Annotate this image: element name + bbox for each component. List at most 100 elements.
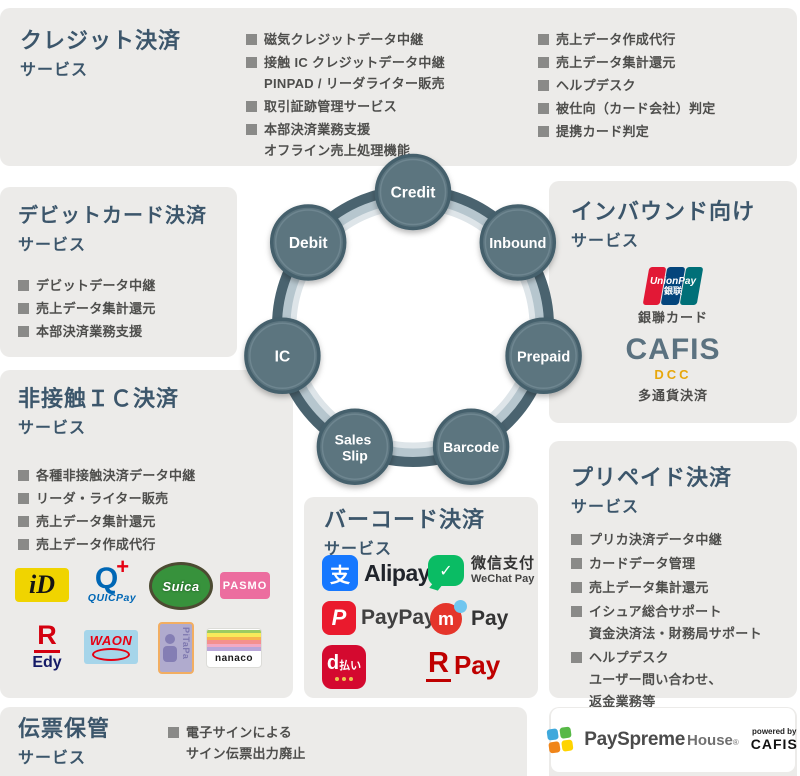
slip-services-list: 電子サインによるサイン伝票出力廃止 xyxy=(168,722,468,766)
payspreme-text: PaySpreme xyxy=(584,729,686,750)
list-item: 売上データ集計還元 xyxy=(538,52,793,73)
list-item-text: 売上データ集計還元 xyxy=(556,55,676,70)
sales-slip-line2: Slip xyxy=(342,448,368,464)
node-highlight xyxy=(379,158,447,226)
list-item-text: 取引証跡管理サービス xyxy=(264,99,398,114)
node-highlight xyxy=(274,209,342,276)
list-item: 売上データ作成代行 xyxy=(18,534,288,555)
nanaco-stripe xyxy=(207,647,261,651)
node-prepaid-label: Prepaid xyxy=(517,349,570,365)
list-item-text: 本部決済業務支援 xyxy=(36,324,143,339)
wechat-logo-text: 微信支付 WeChat Pay xyxy=(471,556,535,585)
ring-nodes: Credit Inbound Prepaid Barcode xyxy=(244,153,582,485)
bullet-square-icon xyxy=(18,326,29,337)
unionpay-en: UnionPay xyxy=(649,275,697,287)
prepaid-title-sub: サービス xyxy=(571,499,640,517)
nanaco-stripe xyxy=(207,643,261,647)
sales-slip-line1: Sales xyxy=(335,432,372,448)
merpay-m: m xyxy=(437,608,454,629)
credit-title: クレジット決済 サービス xyxy=(20,28,181,80)
waon-logo: WAON xyxy=(84,630,138,664)
bullet-square-icon xyxy=(571,534,582,545)
bullet-square-icon xyxy=(18,493,29,504)
node-ic: IC xyxy=(244,317,321,395)
node-highlight xyxy=(510,322,577,390)
list-item-text: プリカ決済データ中継 xyxy=(589,532,723,547)
credit-services-list-2: 売上データ作成代行売上データ集計還元ヘルプデスク被仕向（カード会社）判定提携カー… xyxy=(538,29,793,144)
list-item: 磁気クレジットデータ中継 xyxy=(246,29,531,50)
list-item-text: イシュア総合サポート資金決済法・財務局サポート xyxy=(589,604,762,641)
list-item: 本部決済業務支援オフライン売上処理機能 xyxy=(246,119,531,161)
bullet-square-icon xyxy=(571,582,582,593)
payspreme-house-text: House xyxy=(687,732,733,749)
wechat-pay-logo: ✓ 微信支付 WeChat Pay xyxy=(428,555,535,586)
bullet-square-icon xyxy=(571,606,582,617)
bullet-square-icon xyxy=(18,470,29,481)
nanaco-stripe xyxy=(207,629,261,633)
rakuten-pay-text: Pay xyxy=(453,650,501,680)
node-credit: Credit xyxy=(374,153,452,231)
node-circle xyxy=(432,408,510,485)
bullet-square-icon xyxy=(571,652,582,663)
node-circle xyxy=(244,317,321,395)
powered-by-cafis: powered by CAFIS xyxy=(751,726,798,752)
contactless-title-sub: サービス xyxy=(18,420,87,438)
quicpay-plus: + xyxy=(116,554,130,579)
id-logo-text: iD xyxy=(29,570,55,599)
list-item: ヘルプデスク xyxy=(538,75,793,96)
list-item: 売上データ集計還元 xyxy=(571,577,786,599)
list-item-text: 売上データ作成代行 xyxy=(36,537,156,552)
cafis-logo: CAFIS xyxy=(625,333,721,366)
pinwheel-orange xyxy=(548,741,561,754)
pasmo-logo-text: PASMO xyxy=(222,579,268,592)
list-item: 提携カード判定 xyxy=(538,121,793,142)
prepaid-title: プリペイド決済 サービス xyxy=(571,465,732,517)
list-item: リーダ・ライター販売 xyxy=(18,488,288,509)
slip-title-main: 伝票保管 xyxy=(18,716,111,741)
nanaco-stripe xyxy=(207,636,261,640)
list-item: 被仕向（カード会社）判定 xyxy=(538,98,793,119)
list-item: カードデータ管理 xyxy=(571,553,786,575)
list-item-text: ヘルプデスク xyxy=(556,78,636,93)
node-highlight xyxy=(249,322,316,390)
pitapa-logo-text: PiTaPa xyxy=(181,627,191,660)
list-item: プリカ決済データ中継 xyxy=(571,529,786,551)
node-prepaid: Prepaid xyxy=(505,317,582,395)
suica-logo-text: Suica xyxy=(162,578,200,594)
unionpay-logo-text: UnionPay 銀联 xyxy=(646,267,700,305)
list-item: 売上データ集計還元 xyxy=(18,511,288,532)
node-inbound-label: Inbound xyxy=(489,236,546,252)
nanaco-logo-text: nanaco xyxy=(214,652,253,664)
dot xyxy=(349,677,353,681)
waon-ellipse-icon xyxy=(92,647,130,661)
pasmo-logo: PASMO xyxy=(220,572,270,599)
d-barai-logo: d払い xyxy=(322,645,366,689)
powered-by-text: powered by xyxy=(752,726,797,736)
cafis-caption: 多通貨決済 xyxy=(637,388,708,403)
merpay-logo-text: Pay xyxy=(471,607,509,630)
nanaco-stripe xyxy=(207,640,261,644)
list-item-text: 本部決済業務支援オフライン売上処理機能 xyxy=(264,122,411,158)
bullet-square-icon xyxy=(168,727,179,738)
pitapa-person-body-icon xyxy=(163,646,177,662)
edy-logo-text: Edy xyxy=(32,653,62,671)
waon-logo-text: WAON xyxy=(89,632,133,648)
wechat-bubble-icon: ✓ xyxy=(428,555,464,586)
rakuten-r-mark: R xyxy=(426,649,451,682)
merpay-icon: m xyxy=(430,600,467,635)
paypay-logo-text: PayPay xyxy=(361,606,436,629)
contactless-services-list: 各種非接触決済データ中継リーダ・ライター販売売上データ集計還元売上データ作成代行 xyxy=(18,465,288,557)
quicpay-logo: Q+ QUICPay xyxy=(84,556,140,610)
d-barai-text: d払い xyxy=(327,653,361,673)
quicpay-logo-text: QUICPay xyxy=(87,592,137,604)
bullet-square-icon xyxy=(246,124,257,135)
node-inbound: Inbound xyxy=(479,204,557,281)
bullet-square-icon xyxy=(538,57,549,68)
bullet-square-icon xyxy=(246,34,257,45)
list-item-text: リーダ・ライター販売 xyxy=(36,491,169,506)
rakuten-edy-logo: R Edy xyxy=(27,620,67,674)
pinwheel-green xyxy=(559,726,572,739)
inbound-title-main: インバウンド向け xyxy=(571,199,756,224)
alipay-icon: 支 xyxy=(322,555,358,591)
